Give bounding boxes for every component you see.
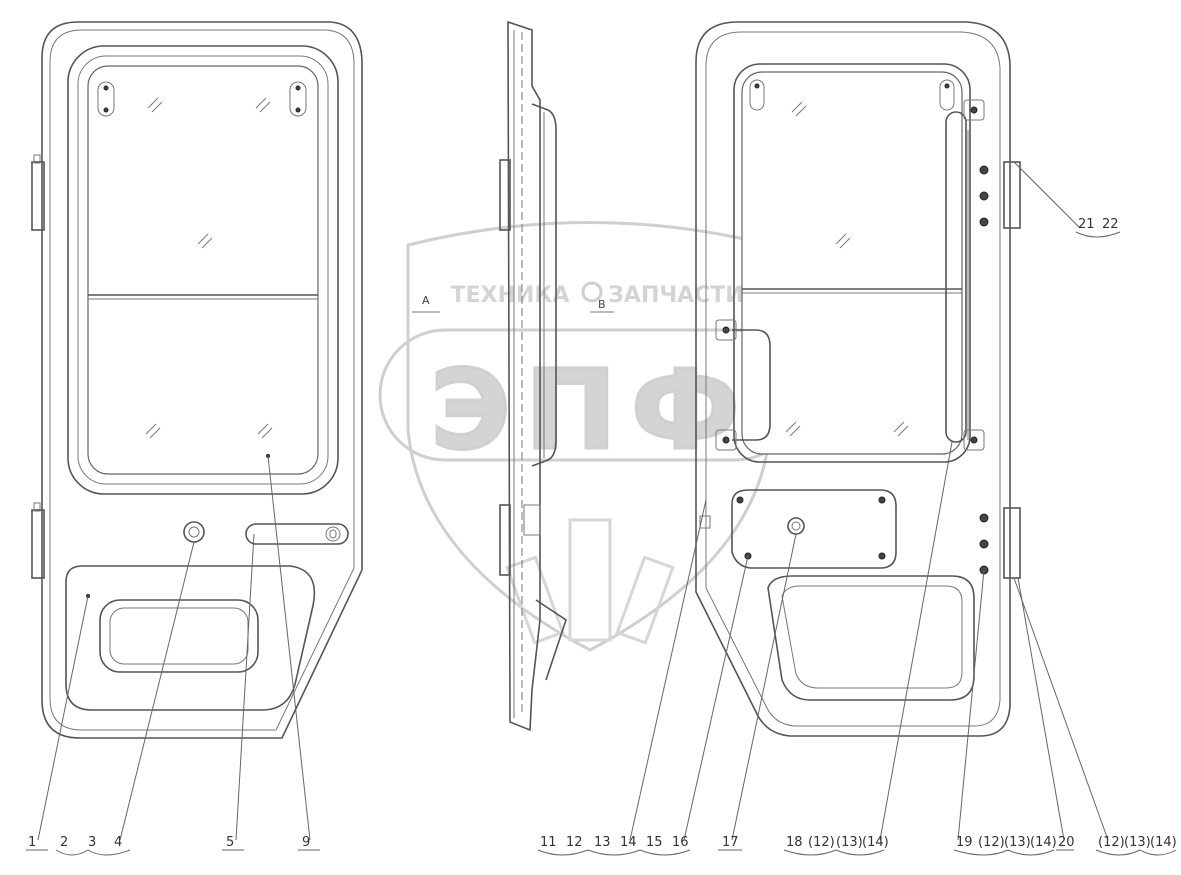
callouts: 1 2 3 4 5 9 11 12 13 14 15 16 17 18 (12)… bbox=[28, 217, 1177, 850]
section-mark-b: B bbox=[598, 298, 606, 311]
watermark-text-right: ЗАПЧАСТИ bbox=[608, 283, 743, 308]
callout-label: 21 bbox=[1078, 217, 1095, 232]
callout-label: (12) bbox=[1098, 835, 1125, 850]
watermark-wheat bbox=[505, 518, 675, 645]
back-hinge-bolts bbox=[979, 165, 989, 575]
back-hinge-top bbox=[1003, 161, 1021, 229]
callout-label: 22 bbox=[1102, 217, 1119, 232]
callout-label: 19 bbox=[956, 835, 973, 850]
callout-label: 2 bbox=[60, 835, 68, 850]
callout-label: (13) bbox=[1004, 835, 1031, 850]
callout-label: (13) bbox=[836, 835, 863, 850]
callout-label: 17 bbox=[722, 835, 739, 850]
callout-label: (14) bbox=[1030, 835, 1057, 850]
door-back-view bbox=[695, 21, 1021, 737]
callout-baselines bbox=[26, 231, 1177, 856]
door-side-view: A B bbox=[412, 20, 614, 732]
front-lock-cylinder bbox=[183, 521, 205, 543]
lock-cover-plate bbox=[731, 489, 897, 569]
callout-label: 3 bbox=[88, 835, 96, 850]
callout-label: (12) bbox=[808, 835, 835, 850]
leader-lines bbox=[37, 161, 1109, 841]
front-outer-handle bbox=[245, 523, 349, 545]
door-front-view bbox=[31, 21, 363, 739]
callout-label: 1 bbox=[28, 835, 36, 850]
callout-label: (12) bbox=[978, 835, 1005, 850]
callout-label: 15 bbox=[646, 835, 663, 850]
front-hinges bbox=[31, 154, 45, 579]
callout-label: 18 bbox=[786, 835, 803, 850]
callout-label: 16 bbox=[672, 835, 689, 850]
callout-label: (14) bbox=[1150, 835, 1177, 850]
watermark: ТЕХНИКА ЗАПЧАСТИ ЭПФ bbox=[378, 221, 802, 652]
callout-label: 4 bbox=[114, 835, 122, 850]
callout-label: 5 bbox=[226, 835, 234, 850]
callout-label: 13 bbox=[594, 835, 611, 850]
callout-label: 12 bbox=[566, 835, 583, 850]
callout-label: 14 bbox=[620, 835, 637, 850]
callout-label: 20 bbox=[1058, 835, 1075, 850]
gear-icon bbox=[581, 281, 603, 303]
callout-label: (13) bbox=[1124, 835, 1151, 850]
watermark-letters: ЭПФ bbox=[430, 346, 754, 474]
callout-label: 11 bbox=[540, 835, 557, 850]
front-window-glass bbox=[87, 65, 319, 475]
callout-label: (14) bbox=[862, 835, 889, 850]
watermark-shield bbox=[406, 221, 772, 652]
watermark-text-left: ТЕХНИКА bbox=[451, 283, 570, 308]
section-mark-a: A bbox=[422, 294, 430, 307]
inner-grab-handle bbox=[945, 111, 967, 443]
back-hinge-bottom bbox=[1003, 507, 1021, 579]
back-window-glass bbox=[741, 71, 963, 455]
callout-label: 9 bbox=[302, 835, 310, 850]
